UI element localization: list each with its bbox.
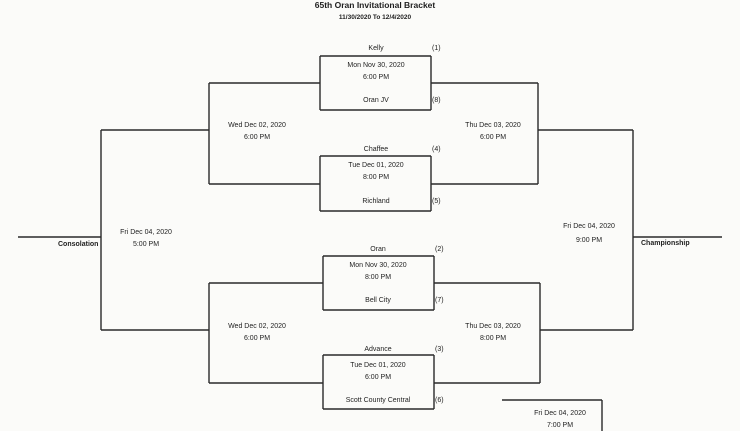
bracket-date-range: 11/30/2020 To 12/4/2020 bbox=[338, 14, 412, 21]
team-seed: (8) bbox=[432, 97, 441, 104]
championship-label: Championship bbox=[641, 240, 690, 247]
consolation-label: Consolation bbox=[58, 241, 99, 248]
match-time: 6:00 PM bbox=[243, 335, 271, 342]
team-name: Chaffee bbox=[363, 146, 389, 153]
match-date: Tue Dec 01, 2020 bbox=[348, 162, 404, 169]
match-date: Mon Nov 30, 2020 bbox=[347, 62, 405, 69]
bracket-title: 65th Oran Invitational Bracket bbox=[314, 0, 436, 10]
match-4-box bbox=[322, 354, 435, 410]
match-time: 6:00 PM bbox=[243, 134, 271, 141]
team-name: Scott County Central bbox=[345, 397, 411, 404]
team-seed: (1) bbox=[432, 45, 441, 52]
team-seed: (4) bbox=[432, 146, 441, 153]
match-time: 9:00 PM bbox=[575, 237, 603, 244]
match-3-box bbox=[322, 255, 435, 311]
team-seed: (6) bbox=[435, 397, 444, 404]
consolation-bracket-lines bbox=[18, 82, 323, 384]
team-name: Bell City bbox=[365, 297, 391, 304]
match-time: 6:00 PM bbox=[362, 74, 390, 81]
team-name: Oran bbox=[370, 246, 386, 253]
match-date: Thu Dec 03, 2020 bbox=[465, 323, 521, 330]
match-date: Thu Dec 03, 2020 bbox=[465, 122, 521, 129]
match-date: Mon Nov 30, 2020 bbox=[349, 262, 407, 269]
team-name: Richland bbox=[362, 198, 390, 205]
team-seed: (2) bbox=[435, 246, 444, 253]
team-name: Oran JV bbox=[363, 97, 389, 104]
team-seed: (7) bbox=[435, 297, 444, 304]
match-time: 5:00 PM bbox=[132, 241, 160, 248]
match-time: 8:00 PM bbox=[479, 335, 507, 342]
match-time: 8:00 PM bbox=[362, 174, 390, 181]
match-date: Wed Dec 02, 2020 bbox=[228, 122, 286, 129]
match-date: Wed Dec 02, 2020 bbox=[228, 323, 286, 330]
match-date: Fri Dec 04, 2020 bbox=[563, 223, 615, 230]
match-date: Tue Dec 01, 2020 bbox=[350, 362, 406, 369]
match-date: Fri Dec 04, 2020 bbox=[120, 229, 172, 236]
match-time: 6:00 PM bbox=[479, 134, 507, 141]
match-time: 7:00 PM bbox=[546, 422, 574, 429]
team-seed: (5) bbox=[432, 198, 441, 205]
match-time: 6:00 PM bbox=[364, 374, 392, 381]
championship-bracket-lines bbox=[431, 82, 722, 384]
team-name: Advance bbox=[364, 346, 392, 353]
team-name: Kelly bbox=[368, 45, 384, 52]
team-seed: (3) bbox=[435, 346, 444, 353]
match-date: Fri Dec 04, 2020 bbox=[534, 410, 586, 417]
third-place-lines bbox=[502, 399, 603, 431]
match-time: 8:00 PM bbox=[364, 274, 392, 281]
